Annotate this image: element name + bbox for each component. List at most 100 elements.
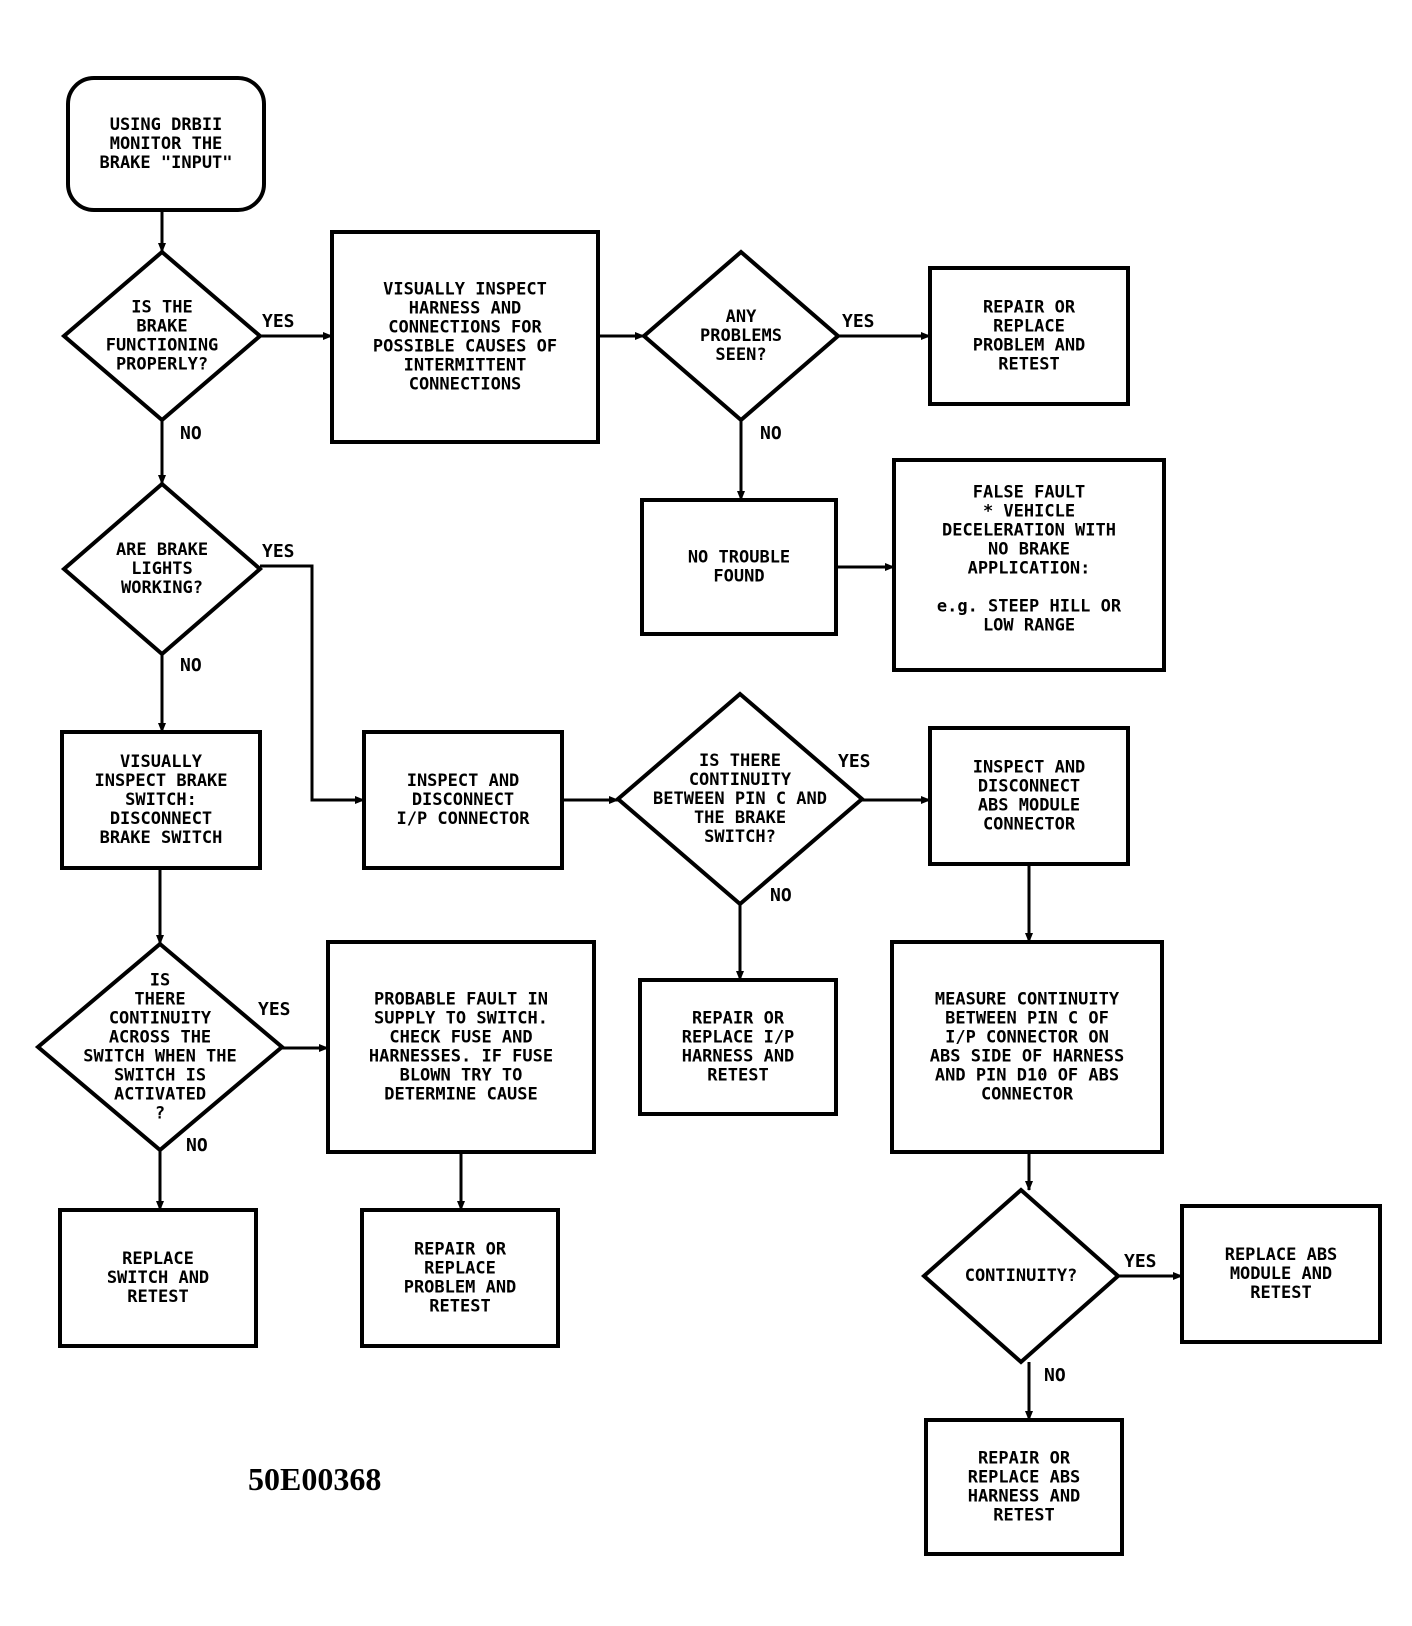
node-text-line: BETWEEN PIN C OF xyxy=(945,1009,1109,1029)
edge-label-yes: YES xyxy=(262,311,295,332)
node-text-line: IS xyxy=(150,971,170,991)
node-text-line: ACROSS THE xyxy=(109,1028,211,1048)
node-text-line: RETEST xyxy=(993,1506,1054,1526)
node-text-line: VISUALLY INSPECT xyxy=(383,280,547,300)
node-text-line: THE BRAKE xyxy=(694,808,786,828)
node-text-line: CONTINUITY xyxy=(689,770,792,790)
node-text-line: VISUALLY xyxy=(120,752,203,772)
node-text-line: MEASURE CONTINUITY xyxy=(935,990,1120,1010)
start-terminal xyxy=(66,76,266,212)
edge-label-yes: YES xyxy=(262,541,295,562)
edge-label-no: NO xyxy=(180,655,202,676)
node-text-line: USING DRBII xyxy=(110,115,223,135)
node-text-line: e.g. STEEP HILL OR xyxy=(937,597,1122,617)
node-text-line: BRAKE SWITCH xyxy=(100,828,223,848)
node-text-line: RETEST xyxy=(127,1287,188,1307)
node-text-line: BETWEEN PIN C AND xyxy=(653,789,827,809)
process-box xyxy=(58,1208,258,1348)
node-text-line: SWITCH? xyxy=(704,827,776,847)
node-text-line: INSPECT AND xyxy=(973,758,1086,778)
edge-label-yes: YES xyxy=(838,751,871,772)
node-text-line: FUNCTIONING xyxy=(106,336,219,356)
decision-diamond xyxy=(614,691,866,907)
node-text-line: ACTIVATED xyxy=(114,1085,206,1105)
node-text-line: REPLACE ABS xyxy=(1225,1245,1338,1265)
edge-label-yes: YES xyxy=(842,311,875,332)
node-text-line: SEEN? xyxy=(715,345,766,365)
process-box xyxy=(638,978,838,1116)
node-text-line: CONNECTOR xyxy=(981,1085,1074,1105)
process-box xyxy=(890,940,1164,1154)
node-text-line: FALSE FAULT xyxy=(973,483,1086,503)
node-text-line: NO TROUBLE xyxy=(688,548,790,568)
node-text-line: NO BRAKE xyxy=(988,540,1070,560)
node-text-line: SWITCH AND xyxy=(107,1268,209,1288)
process-box xyxy=(326,940,596,1154)
node-text-line: REPLACE xyxy=(993,317,1065,337)
node-text-line: CONTINUITY xyxy=(109,1009,212,1029)
decision-diamond xyxy=(60,481,264,657)
node-text-line: REPAIR OR xyxy=(414,1240,507,1260)
edge-label-no: NO xyxy=(770,885,792,906)
node-text-line: AND PIN D10 OF ABS xyxy=(935,1066,1119,1086)
node-text-line: LOW RANGE xyxy=(983,616,1075,636)
node-text-line: FOUND xyxy=(713,567,764,587)
node-text-line: REPLACE I/P xyxy=(682,1028,795,1048)
node-text-line: REPLACE xyxy=(122,1249,194,1269)
decision-diamond xyxy=(60,249,264,423)
node-text-line: I/P CONNECTOR xyxy=(396,809,530,829)
node-text-line: HARNESS AND xyxy=(409,299,522,319)
edge-label-yes: YES xyxy=(258,999,291,1020)
node-text-line: CONNECTIONS FOR xyxy=(388,318,542,338)
node-text-line: PROBLEM AND xyxy=(973,336,1086,356)
node-text-line: CONNECTOR xyxy=(983,815,1076,835)
node-text-line: SUPPLY TO SWITCH. xyxy=(374,1009,548,1029)
node-text-line: REPAIR OR xyxy=(978,1449,1071,1469)
node-text-line: REPAIR OR xyxy=(983,298,1076,318)
node-text-line: ? xyxy=(155,1104,165,1124)
node-text-line: HARNESS AND xyxy=(682,1047,795,1067)
node-text-line: ARE BRAKE xyxy=(116,540,208,560)
process-box xyxy=(362,730,564,870)
node-text-line: HARNESSES. IF FUSE xyxy=(369,1047,553,1067)
node-text-line: THERE xyxy=(134,990,185,1010)
node-text-line: PROBLEM AND xyxy=(404,1278,517,1298)
node-text-line: RETEST xyxy=(998,355,1059,375)
decision-diamond xyxy=(640,249,842,423)
node-text-line: MONITOR THE xyxy=(110,134,223,154)
process-box xyxy=(928,726,1130,866)
node-text-line: INSPECT AND xyxy=(407,771,520,791)
node-text-line: RETEST xyxy=(707,1066,768,1086)
node-text-line: DISCONNECT xyxy=(110,809,212,829)
process-box xyxy=(892,458,1166,672)
node-text-line: BLOWN TRY TO xyxy=(400,1066,523,1086)
decision-diamond xyxy=(34,941,286,1153)
node-text-line: INSPECT BRAKE xyxy=(94,771,227,791)
process-box xyxy=(924,1418,1124,1556)
process-box xyxy=(360,1208,560,1348)
node-text-line: CONTINUITY? xyxy=(965,1266,1078,1286)
process-box xyxy=(330,230,600,444)
node-text-line: DISCONNECT xyxy=(978,777,1080,797)
edge-label-no: NO xyxy=(180,423,202,444)
node-text-line: * VEHICLE xyxy=(983,502,1075,522)
node-text-line: HARNESS AND xyxy=(968,1487,1081,1507)
node-text-line: PROBLEMS xyxy=(700,326,782,346)
node-text-line: DISCONNECT xyxy=(412,790,514,810)
connector-q_lights-to-inspect_ip xyxy=(260,564,365,804)
node-text-line: DECELERATION WITH xyxy=(942,521,1116,541)
node-text-line: INTERMITTENT xyxy=(404,356,527,376)
